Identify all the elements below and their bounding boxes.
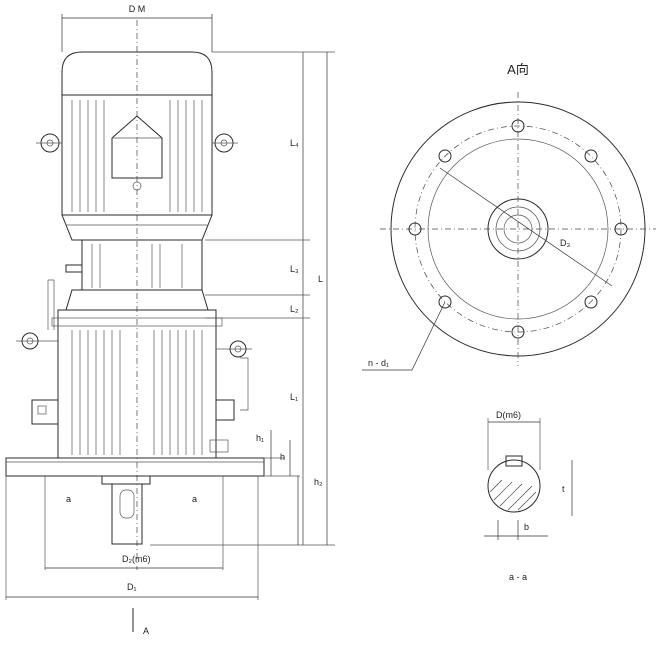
- motor-body: [61, 94, 213, 216]
- vent-plug-right: [215, 399, 235, 421]
- label-h: h: [280, 452, 285, 462]
- motor-fins: [71, 100, 203, 212]
- section-view: D(m6) b t a - a: [484, 410, 573, 582]
- terminal-bolt: [132, 181, 142, 191]
- label-d2: D₂(m6): [122, 554, 151, 564]
- section-hatch: [489, 479, 537, 511]
- label-b: b: [524, 522, 529, 532]
- bolt-holes: [408, 119, 628, 339]
- label-view-a: A向: [507, 62, 529, 77]
- motor-cap: [61, 51, 213, 96]
- label-l1: L₁: [290, 392, 298, 402]
- label-a-right: a: [192, 494, 197, 504]
- label-l3: L₃: [290, 264, 299, 274]
- label-a-bottom: A: [143, 626, 149, 636]
- side-connector: [65, 264, 82, 273]
- label-section: a - a: [509, 572, 527, 582]
- output-shaft: [111, 483, 143, 545]
- label-d3: D₃: [560, 238, 570, 248]
- side-pipe: [47, 279, 55, 330]
- shaft-section: [487, 459, 541, 513]
- shaft-key: [119, 489, 135, 519]
- label-d1: D₁: [127, 582, 137, 592]
- terminal-box: [111, 115, 163, 179]
- label-dm: D M: [129, 4, 146, 14]
- oil-gauge: [240, 357, 249, 411]
- label-l4: L₄: [290, 138, 299, 148]
- output-spigot: [101, 475, 151, 485]
- flange-view: A向 D₃ n - d₁: [362, 62, 656, 371]
- keyway: [505, 455, 523, 467]
- n-d1-leader: [362, 301, 446, 371]
- label-a-left: a: [66, 494, 71, 504]
- front-view: [5, 20, 265, 570]
- label-h1: h₁: [256, 433, 264, 443]
- label-l2: L₂: [290, 304, 299, 314]
- base-flange: [5, 457, 265, 477]
- label-h2: h₂: [314, 477, 323, 487]
- label-d-m6: D(m6): [496, 410, 521, 420]
- label-n-d1: n - d₁: [368, 358, 389, 368]
- drain-plug-left: [31, 399, 59, 425]
- gear-rim: [51, 317, 223, 327]
- label-l: L: [318, 274, 323, 284]
- dimensions-front: D M L₄ L₃ L₂ L₁ L h₁ h h₂ a a D₂(m6): [5, 4, 335, 636]
- label-t: t: [562, 484, 565, 494]
- gear-fins: [71, 330, 203, 455]
